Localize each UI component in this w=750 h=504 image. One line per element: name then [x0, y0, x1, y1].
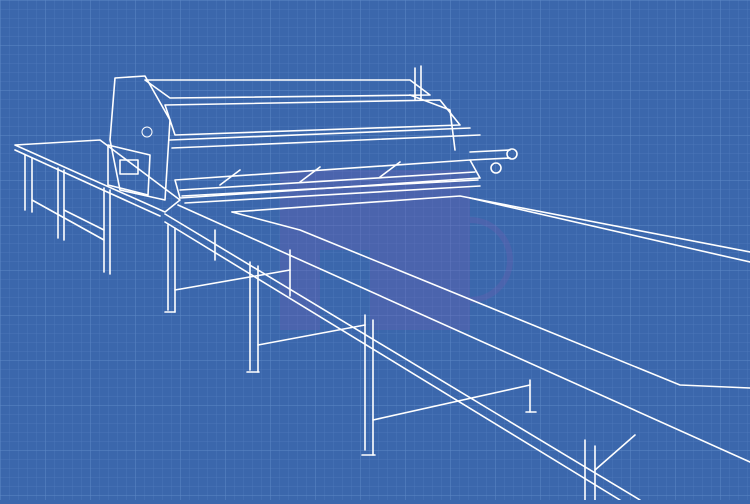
main-spreading-table — [164, 195, 750, 501]
table-legs — [164, 224, 636, 501]
spreading-machine — [107, 65, 518, 204]
table-brace — [174, 269, 636, 471]
fabric-roll — [164, 99, 461, 136]
guide-roller — [169, 127, 481, 149]
carriage-ribs — [219, 161, 401, 186]
left-table-edge — [14, 149, 161, 217]
machine-side-frame — [109, 75, 171, 201]
left-feed-table — [14, 139, 181, 275]
left-table-top — [14, 139, 181, 213]
top-roller — [144, 79, 431, 99]
control-screen — [119, 159, 139, 175]
table-leg — [584, 439, 596, 501]
left-table-leg — [57, 167, 65, 241]
right-side-frame — [409, 65, 456, 151]
handwheel — [141, 126, 153, 138]
spreader-carriage-bar — [174, 159, 481, 199]
table-leg — [167, 224, 176, 313]
roller-shaft — [469, 149, 511, 161]
table-leg — [364, 314, 374, 456]
table-front-edge-bottom — [164, 221, 621, 501]
left-table-brace — [31, 199, 105, 241]
control-panel — [107, 144, 151, 196]
carriage-rails — [179, 171, 481, 204]
fabric-far-edge — [231, 195, 750, 253]
table-front-edge-top — [164, 213, 641, 501]
roller-shaft-end — [506, 148, 518, 160]
table-leg — [249, 261, 259, 373]
leveling-foot — [164, 311, 537, 456]
table-back-edge — [177, 204, 750, 463]
fabric-near-edge — [231, 211, 750, 389]
fabric-far-fold — [469, 197, 750, 263]
roller-shaft-end — [490, 162, 502, 174]
left-table-leg — [24, 154, 33, 213]
